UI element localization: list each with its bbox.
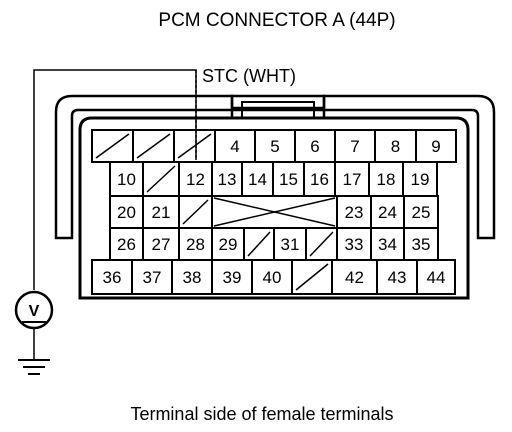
terminal-number: 20 <box>117 203 136 222</box>
blank-terminal-mark <box>177 133 212 159</box>
blank-terminal-mark <box>309 231 334 257</box>
terminal-number: 19 <box>411 170 430 189</box>
terminal-number: 18 <box>377 170 396 189</box>
terminal-number: 26 <box>117 235 136 254</box>
terminal-cell <box>368 161 404 197</box>
voltmeter-icon: V <box>14 290 54 360</box>
terminal-cell <box>272 161 305 197</box>
terminal-number: 35 <box>412 235 431 254</box>
terminal-cell <box>109 161 144 197</box>
terminal-grid: 4 5 6 7 8 9 10 12 13 14 15 16 17 18 19 20 21 23 24 25 26 27 28… <box>91 129 457 295</box>
terminal-number: 44 <box>427 268 446 287</box>
terminal-number: 37 <box>143 268 162 287</box>
terminal-number: 17 <box>343 170 362 189</box>
blank-terminal-mark <box>146 165 176 193</box>
terminal-number: 23 <box>345 203 364 222</box>
blank-terminal-mark <box>182 199 209 225</box>
terminal-number: 33 <box>345 235 364 254</box>
terminal-number: 40 <box>263 268 282 287</box>
terminal-number: 29 <box>219 235 238 254</box>
blank-terminal-mark <box>95 133 130 159</box>
diagram-caption: Terminal side of female terminals <box>130 404 393 424</box>
terminal-number: 9 <box>431 137 440 156</box>
voltmeter-symbol: V <box>29 303 40 320</box>
terminal-number: 13 <box>218 170 237 189</box>
terminal-number: 34 <box>378 235 397 254</box>
terminal-cell <box>416 259 456 295</box>
terminal-cell <box>142 195 180 229</box>
terminal-number: 14 <box>248 170 267 189</box>
blank-terminal-mark <box>136 133 171 159</box>
terminal-number: 27 <box>152 235 171 254</box>
terminal-cell <box>374 129 417 163</box>
terminal-number: 42 <box>345 268 364 287</box>
terminal-number: 24 <box>378 203 397 222</box>
terminal-number: 4 <box>230 137 239 156</box>
terminal-number: 8 <box>391 137 400 156</box>
terminal-number: 31 <box>281 235 300 254</box>
probe-wire <box>33 69 197 290</box>
terminal-cell <box>241 161 274 197</box>
terminal-cell <box>254 129 296 163</box>
terminal-cell <box>403 227 439 261</box>
terminal-number: 38 <box>183 268 202 287</box>
terminal-number: 28 <box>186 235 205 254</box>
terminal-number: 5 <box>270 137 279 156</box>
terminal-number: 39 <box>223 268 242 287</box>
diagram-title: PCM CONNECTOR A (44P) <box>158 10 395 31</box>
terminal-cell <box>334 161 370 197</box>
blank-terminal-mark <box>247 231 271 257</box>
terminal-number: 16 <box>310 170 329 189</box>
terminal-number: 12 <box>186 170 205 189</box>
terminal-cell <box>403 195 439 229</box>
connector-housing <box>54 94 496 300</box>
terminal-number: 36 <box>103 268 122 287</box>
terminal-number: 21 <box>152 203 171 222</box>
terminal-cell <box>331 259 378 295</box>
terminal-number: 10 <box>117 170 136 189</box>
terminal-cell <box>336 195 372 229</box>
terminal-number: 6 <box>310 137 319 156</box>
wire-label: STC (WHT) <box>202 66 296 86</box>
terminal-number: 25 <box>412 203 431 222</box>
terminal-number: 15 <box>279 170 298 189</box>
blank-terminal-mark <box>295 263 329 291</box>
terminal-number: 7 <box>350 137 359 156</box>
ground-icon <box>18 359 50 375</box>
blank-terminal-mark <box>213 197 336 227</box>
terminal-number: 43 <box>388 268 407 287</box>
